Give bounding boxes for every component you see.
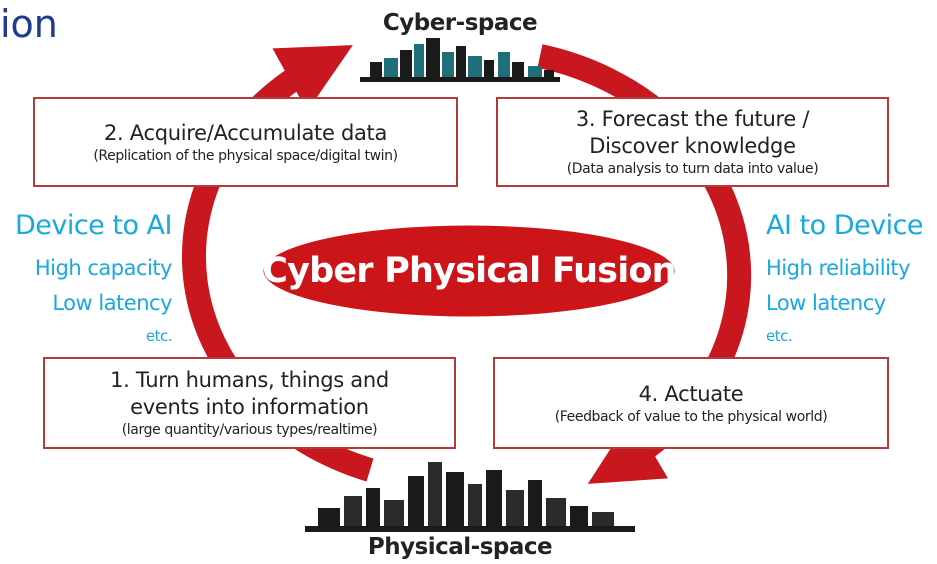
step-box-acquire-data: 2. Acquire/Accumulate data (Replication … bbox=[33, 97, 458, 187]
step-subtitle: (Replication of the physical space/digit… bbox=[93, 147, 398, 164]
step-box-actuate: 4. Actuate (Feedback of value to the phy… bbox=[493, 357, 889, 449]
slide-title: ion bbox=[0, 2, 58, 46]
physical-space-label: Physical-space bbox=[367, 534, 553, 560]
step-title: 4. Actuate bbox=[638, 381, 744, 406]
step-box-forecast-future: 3. Forecast the future / Discover knowle… bbox=[496, 97, 889, 187]
step-subtitle: (Data analysis to turn data into value) bbox=[566, 161, 819, 177]
step-subtitle: (Feedback of value to the physical world… bbox=[554, 408, 828, 425]
right-side-etc: etc. bbox=[766, 327, 793, 345]
step-subtitle: (large quantity/various types/realtime) bbox=[121, 422, 378, 438]
step-title: Discover knowledge bbox=[589, 134, 796, 158]
step-title: 2. Acquire/Accumulate data bbox=[103, 120, 388, 145]
step-box-turn-into-information: 1. Turn humans, things and events into i… bbox=[43, 357, 456, 449]
left-side-item: High capacity bbox=[34, 256, 173, 280]
right-side-item: High reliability bbox=[766, 256, 911, 280]
left-side-item: Low latency bbox=[52, 291, 172, 315]
cyber-space-label: Cyber-space bbox=[382, 10, 538, 36]
step-title: 1. Turn humans, things and bbox=[110, 368, 389, 392]
left-side-etc: etc. bbox=[145, 327, 173, 345]
left-side-heading: Device to AI bbox=[14, 210, 173, 241]
right-side-item: Low latency bbox=[766, 291, 886, 315]
right-side-heading: AI to Device bbox=[766, 210, 924, 241]
step-title: 3. Forecast the future / bbox=[575, 107, 810, 131]
step-title: events into information bbox=[130, 395, 369, 419]
center-label: Cyber Physical Fusion bbox=[262, 251, 676, 291]
cyber-space-skyline-icon bbox=[360, 38, 560, 82]
center-ellipse bbox=[260, 222, 678, 320]
physical-space-skyline-icon bbox=[305, 462, 635, 532]
